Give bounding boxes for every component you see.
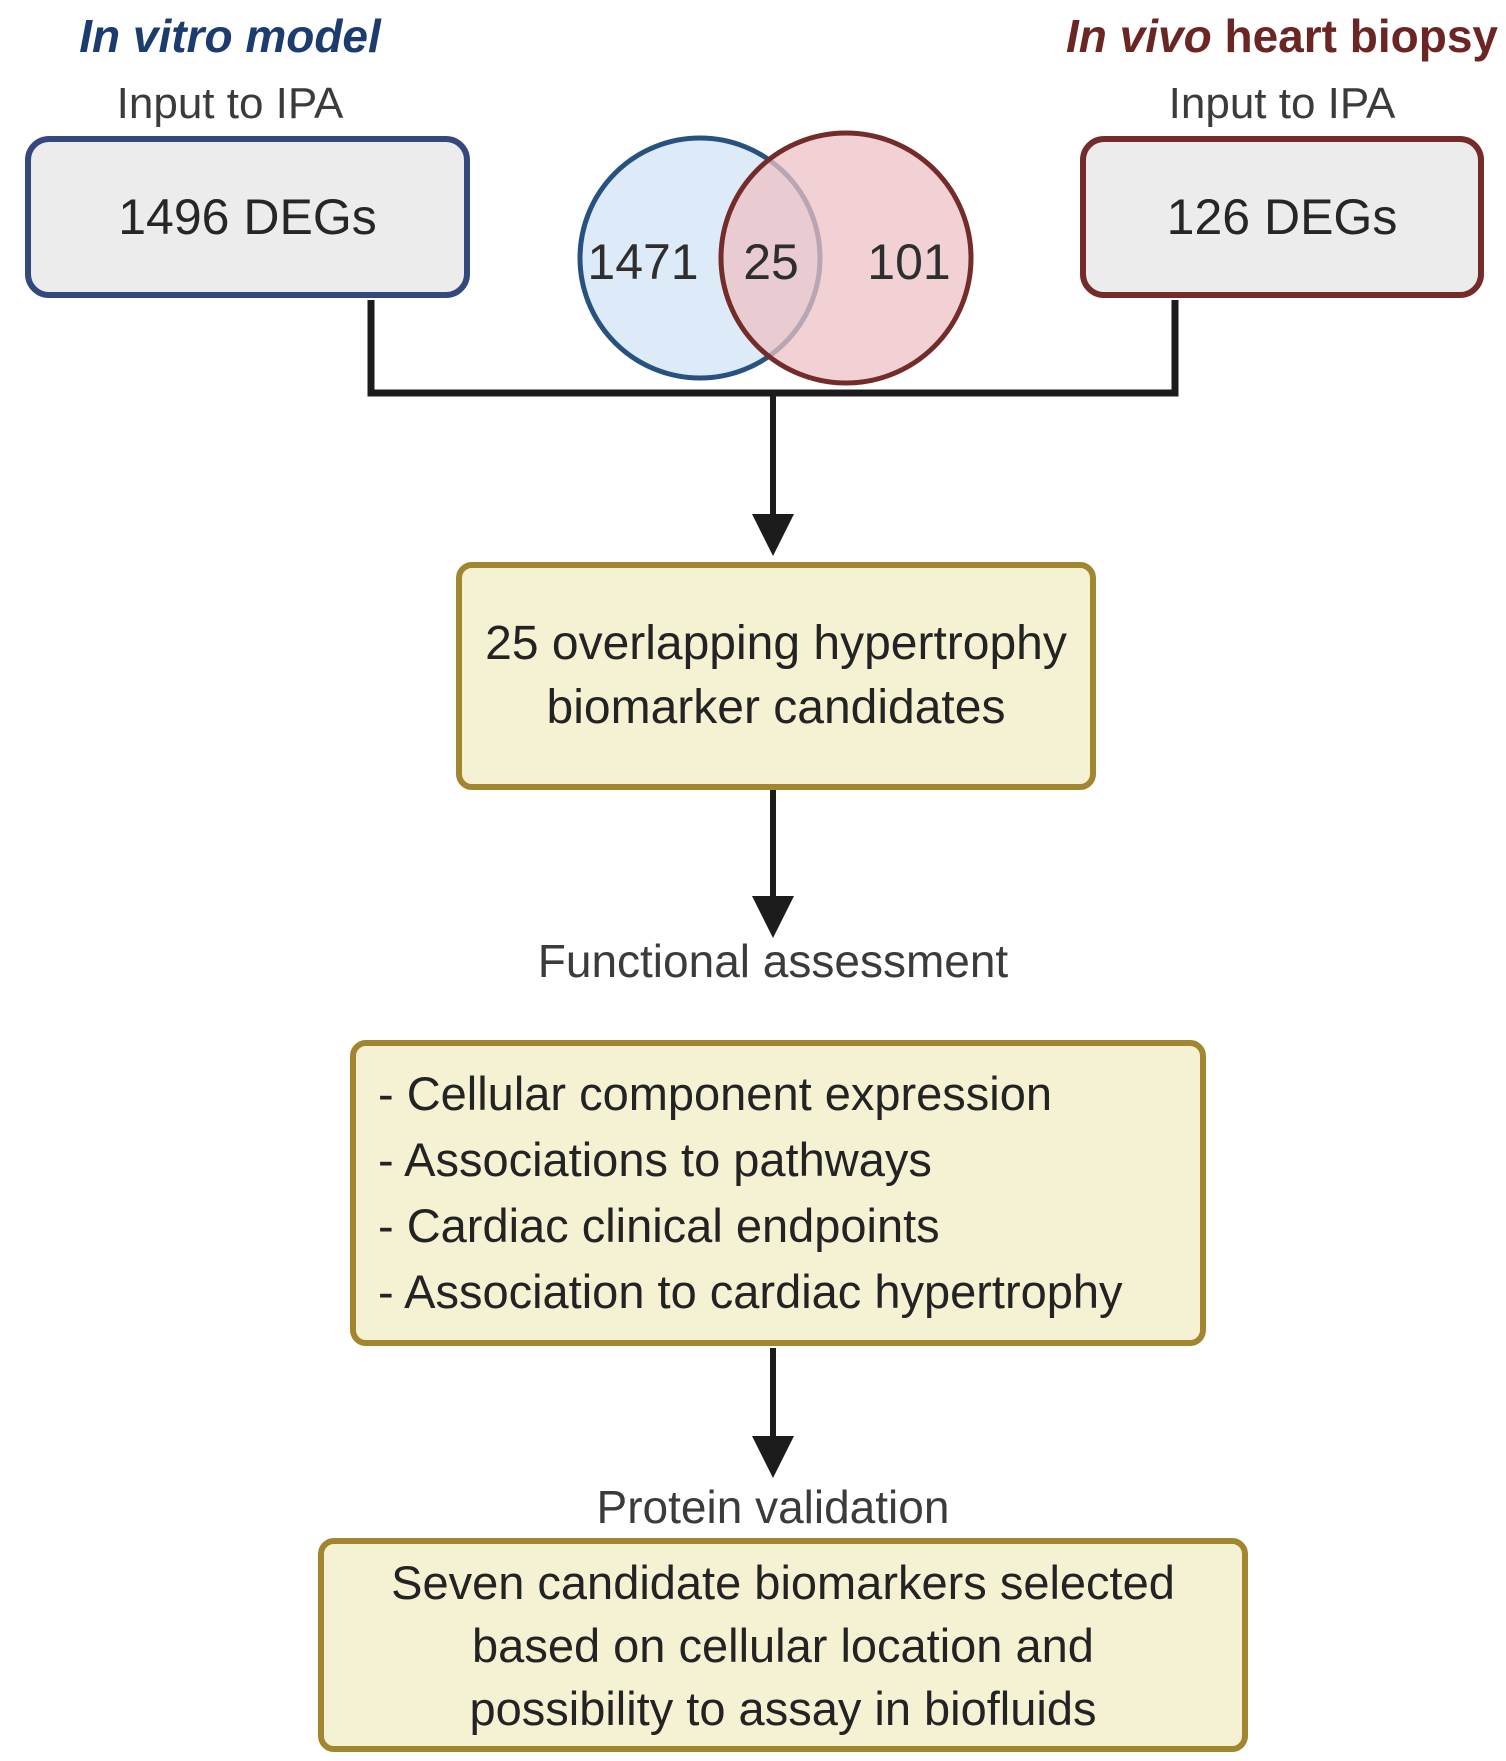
invivo-subtitle: Input to IPA xyxy=(1168,79,1396,128)
invivo-degs-value: 126 DEGs xyxy=(1166,189,1398,245)
invitro-subtitle: Input to IPA xyxy=(116,79,344,128)
functional-assessment-box: - Cellular component expression - Associ… xyxy=(350,1040,1206,1346)
functional-assessment-label: Functional assessment xyxy=(537,935,1009,987)
overlap-candidates-line1: 25 overlapping hypertrophy xyxy=(485,617,1067,670)
arrowhead-1-icon xyxy=(752,514,794,556)
final-selection-line1: Seven candidate biomarkers selected xyxy=(391,1555,1175,1609)
functional-item: - Association to cardiac hypertrophy xyxy=(378,1265,1123,1318)
final-selection-line3: possibility to assay in biofluids xyxy=(469,1681,1097,1735)
invitro-degs-box: 1496 DEGs xyxy=(25,136,470,298)
arrowhead-3-icon xyxy=(752,1436,794,1478)
protein-validation-label: Protein validation xyxy=(596,1481,950,1533)
overlap-candidates-line2: biomarker candidates xyxy=(546,681,1006,734)
venn-circle-invivo xyxy=(718,130,974,386)
branch-bracket-line xyxy=(367,300,1179,397)
functional-item: - Cellular component expression xyxy=(378,1067,1052,1120)
invivo-title-italic: In vivo xyxy=(1065,10,1212,62)
venn-count-left-only: 1471 xyxy=(587,234,699,290)
invivo-title: In vivo heart biopsy xyxy=(1052,6,1506,66)
final-selection-line2: based on cellular location and xyxy=(472,1618,1094,1672)
invitro-title: In vitro model xyxy=(79,10,381,62)
venn-count-right-only: 101 xyxy=(867,234,951,290)
invivo-title-rest: heart biopsy xyxy=(1211,10,1498,62)
invitro-degs-value: 1496 DEGs xyxy=(118,189,377,245)
venn-count-overlap: 25 xyxy=(743,234,799,290)
final-selection-box: Seven candidate biomarkers selected base… xyxy=(318,1538,1248,1752)
functional-item: - Cardiac clinical endpoints xyxy=(378,1199,940,1252)
invivo-degs-box: 126 DEGs xyxy=(1080,136,1484,298)
functional-item: - Associations to pathways xyxy=(378,1133,932,1186)
overlap-candidates-box: 25 overlapping hypertrophy biomarker can… xyxy=(456,562,1096,790)
arrowhead-2-icon xyxy=(752,896,794,938)
